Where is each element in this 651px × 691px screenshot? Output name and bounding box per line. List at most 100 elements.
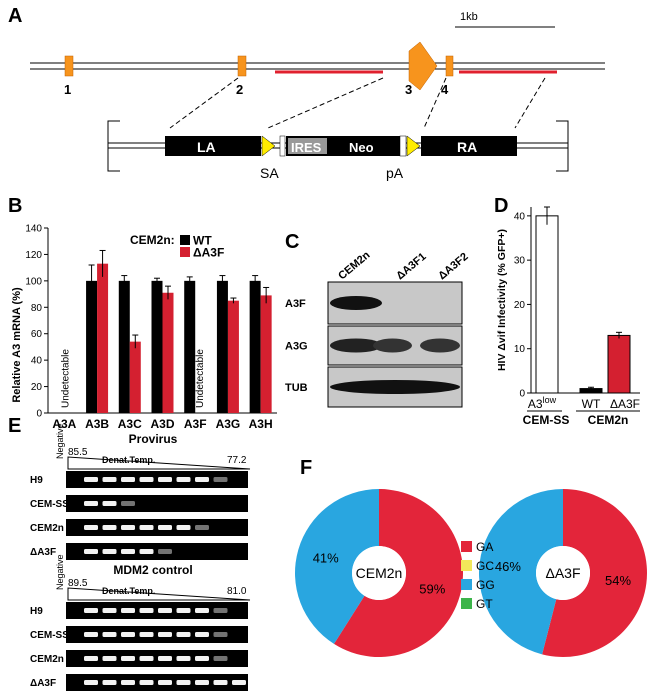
e-gel-lane-strip (66, 495, 248, 512)
left-arm-box (165, 136, 261, 156)
b-legend-label: WT (193, 234, 212, 248)
exon-label-4: 4 (441, 82, 449, 97)
f-slice-label: 59% (419, 581, 445, 596)
exon-label-2: 2 (236, 82, 243, 97)
d-group-label: CEM-SS (523, 413, 570, 427)
panel-label-f: F (300, 457, 312, 479)
guide-line (169, 77, 239, 129)
b-bar-wt (216, 280, 228, 413)
e-band (176, 477, 191, 482)
exon-1 (64, 55, 74, 77)
label-ires: IRES (291, 140, 322, 155)
b-y-tick-label: 100 (25, 276, 42, 287)
b-y-tick-label: 80 (31, 303, 43, 314)
e-band (121, 680, 135, 685)
e-temp-high: 85.5 (68, 447, 88, 458)
e-gel-title: Provirus (129, 432, 178, 446)
b-bar-wt (118, 280, 130, 413)
b-y-tick-label: 60 (31, 329, 43, 340)
e-band (176, 680, 191, 685)
e-band (84, 608, 98, 613)
b-y-tick-label: 0 (36, 409, 42, 420)
b-bar-wt (86, 280, 98, 413)
f-donut-center-label: ΔA3F (545, 565, 580, 581)
b-bar-wt (184, 280, 196, 413)
e-band (195, 680, 209, 685)
e-band (176, 608, 191, 613)
e-band (84, 477, 98, 482)
b-y-tick-label: 140 (25, 224, 42, 235)
e-band (213, 477, 228, 482)
panel-label-e: E (8, 415, 21, 437)
e-row-label: ΔA3F (30, 678, 56, 689)
e-band (84, 656, 98, 661)
f-legend-label: GA (476, 540, 493, 554)
c-lane-label: CEM2n (336, 249, 372, 282)
loxp-right (406, 135, 421, 157)
f-slice-label: 41% (313, 551, 339, 566)
e-band (84, 549, 98, 554)
f-legend-swatch (461, 579, 472, 590)
b-x-tick-label: A3G (216, 417, 241, 431)
b-y-tick-label: 40 (31, 356, 43, 367)
e-band (195, 656, 209, 661)
f-slice-label: 54% (605, 573, 631, 588)
e-band (139, 477, 154, 482)
e-band (158, 608, 172, 613)
f-legend-swatch (461, 598, 472, 609)
b-bar-a3f (162, 292, 174, 413)
c-row-label: TUB (285, 382, 308, 394)
e-negative-label: Negative (55, 554, 65, 590)
e-band (139, 549, 154, 554)
e-row-label: CEM2n (30, 654, 64, 665)
b-x-tick-label: A3F (184, 417, 207, 431)
vector-end-left (107, 120, 120, 172)
e-band (102, 632, 117, 637)
e-negative-label: Negative (55, 423, 65, 459)
guide-line (423, 77, 447, 129)
f-donut-hole (352, 546, 406, 600)
e-band (121, 501, 135, 506)
b-y-tick-label: 20 (31, 382, 43, 393)
e-band (176, 525, 191, 530)
exon-4 (445, 55, 454, 77)
e-row-label: H9 (30, 475, 43, 486)
b-bar-a3f (97, 263, 109, 413)
e-gel-title: MDM2 control (113, 563, 192, 577)
exon-2 (237, 55, 247, 77)
e-gel-lane-strip (66, 602, 248, 619)
f-donut-slice-ga (542, 488, 648, 658)
scale-label: 1kb (460, 11, 478, 23)
d-x-tick-label: ΔA3F (610, 397, 640, 411)
b-legend-swatch (180, 247, 190, 257)
e-band (102, 549, 117, 554)
e-band (139, 680, 154, 685)
label-ra: RA (457, 139, 477, 155)
c-row-label: A3G (285, 341, 308, 353)
guide-line (267, 77, 384, 129)
b-x-tick-label: A3C (118, 417, 142, 431)
d-y-axis-label: HIV Δvif Infectivity (% GFP+) (496, 229, 508, 371)
panel-label-b: B (8, 195, 22, 217)
b-x-tick-label: A3D (150, 417, 174, 431)
e-row-label: CEM-SS (30, 499, 69, 510)
e-band (121, 656, 135, 661)
d-group-label: CEM2n (588, 413, 629, 427)
e-temp-low: 77.2 (227, 455, 247, 466)
e-gel-lane-strip (66, 674, 248, 691)
e-gradient-label: Denat.Temp. (102, 586, 155, 596)
e-band (84, 680, 98, 685)
label-pa: pA (386, 165, 404, 181)
e-gel-lane-strip (66, 626, 248, 643)
exon-label-3: 3 (405, 82, 412, 97)
panel-label-d: D (494, 195, 508, 217)
e-gradient-label: Denat.Temp. (102, 455, 155, 465)
d-x-tick-label: WT (582, 397, 601, 411)
panel-label-c: C (285, 231, 299, 253)
exon-label-1: 1 (64, 82, 71, 97)
label-la: LA (197, 139, 216, 155)
b-bar-a3f (260, 295, 272, 413)
e-band (158, 525, 172, 530)
